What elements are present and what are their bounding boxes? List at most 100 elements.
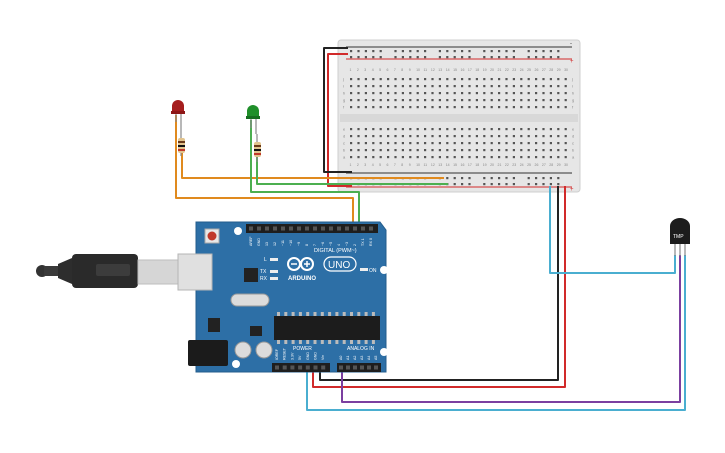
- terminal-hole[interactable]: [505, 128, 508, 131]
- wire-red-5v[interactable]: [312, 186, 566, 388]
- rail-hole[interactable]: [490, 56, 493, 59]
- rail-hole[interactable]: [483, 50, 486, 53]
- terminal-hole[interactable]: [387, 135, 390, 138]
- rail-hole[interactable]: [468, 177, 471, 180]
- terminal-hole[interactable]: [350, 92, 353, 95]
- terminal-hole[interactable]: [483, 85, 486, 88]
- terminal-hole[interactable]: [490, 149, 493, 152]
- terminal-hole[interactable]: [431, 92, 434, 95]
- terminal-hole[interactable]: [490, 99, 493, 102]
- terminal-hole[interactable]: [549, 135, 552, 138]
- terminal-hole[interactable]: [387, 142, 390, 145]
- terminal-hole[interactable]: [379, 156, 382, 159]
- terminal-hole[interactable]: [409, 135, 412, 138]
- rail-hole[interactable]: [461, 50, 464, 53]
- terminal-hole[interactable]: [401, 92, 404, 95]
- terminal-hole[interactable]: [490, 92, 493, 95]
- rail-hole[interactable]: [498, 56, 501, 59]
- terminal-hole[interactable]: [379, 106, 382, 109]
- terminal-hole[interactable]: [468, 142, 471, 145]
- terminal-hole[interactable]: [520, 156, 523, 159]
- rail-hole[interactable]: [527, 183, 530, 186]
- terminal-hole[interactable]: [505, 99, 508, 102]
- rail-hole[interactable]: [394, 50, 397, 53]
- rail-hole[interactable]: [394, 56, 397, 59]
- terminal-hole[interactable]: [527, 128, 530, 131]
- analog-pin-header[interactable]: [339, 365, 378, 370]
- terminal-hole[interactable]: [364, 135, 367, 138]
- terminal-hole[interactable]: [372, 156, 375, 159]
- rail-hole[interactable]: [453, 56, 456, 59]
- terminal-hole[interactable]: [483, 135, 486, 138]
- terminal-hole[interactable]: [453, 156, 456, 159]
- rail-hole[interactable]: [505, 177, 508, 180]
- power-pin-hole[interactable]: [275, 365, 279, 370]
- terminal-hole[interactable]: [535, 99, 538, 102]
- terminal-hole[interactable]: [557, 135, 560, 138]
- rail-hole[interactable]: [453, 183, 456, 186]
- rail-hole[interactable]: [535, 177, 538, 180]
- terminal-hole[interactable]: [557, 156, 560, 159]
- terminal-hole[interactable]: [416, 99, 419, 102]
- terminal-hole[interactable]: [431, 78, 434, 81]
- rail-hole[interactable]: [527, 177, 530, 180]
- power-pin-hole[interactable]: [313, 365, 318, 370]
- rail-hole[interactable]: [461, 183, 464, 186]
- rail-hole[interactable]: [424, 56, 427, 59]
- terminal-hole[interactable]: [475, 92, 478, 95]
- wire-green-led-1[interactable]: [256, 155, 448, 185]
- rail-hole[interactable]: [527, 56, 530, 59]
- terminal-hole[interactable]: [475, 99, 478, 102]
- terminal-hole[interactable]: [461, 85, 464, 88]
- terminal-hole[interactable]: [527, 142, 530, 145]
- terminal-hole[interactable]: [364, 85, 367, 88]
- terminal-hole[interactable]: [416, 85, 419, 88]
- terminal-hole[interactable]: [350, 156, 353, 159]
- terminal-hole[interactable]: [394, 135, 397, 138]
- terminal-hole[interactable]: [542, 92, 545, 95]
- terminal-hole[interactable]: [542, 99, 545, 102]
- wire-black-rail-link[interactable]: [323, 47, 352, 173]
- rail-hole[interactable]: [364, 56, 367, 59]
- terminal-hole[interactable]: [357, 135, 360, 138]
- digital-pin-hole[interactable]: [321, 226, 325, 231]
- digital-pin-hole[interactable]: [305, 226, 309, 231]
- terminal-hole[interactable]: [401, 142, 404, 145]
- rail-hole[interactable]: [542, 177, 545, 180]
- terminal-hole[interactable]: [438, 149, 441, 152]
- rail-hole[interactable]: [557, 183, 560, 186]
- terminal-hole[interactable]: [364, 156, 367, 159]
- terminal-hole[interactable]: [446, 135, 449, 138]
- terminal-hole[interactable]: [416, 92, 419, 95]
- terminal-hole[interactable]: [394, 92, 397, 95]
- digital-pin-hole[interactable]: [265, 226, 269, 231]
- terminal-hole[interactable]: [498, 149, 501, 152]
- terminal-hole[interactable]: [416, 78, 419, 81]
- terminal-hole[interactable]: [394, 78, 397, 81]
- terminal-hole[interactable]: [520, 106, 523, 109]
- terminal-hole[interactable]: [461, 128, 464, 131]
- terminal-hole[interactable]: [379, 142, 382, 145]
- terminal-hole[interactable]: [468, 135, 471, 138]
- terminal-hole[interactable]: [483, 156, 486, 159]
- terminal-hole[interactable]: [564, 99, 567, 102]
- terminal-hole[interactable]: [520, 135, 523, 138]
- terminal-hole[interactable]: [498, 128, 501, 131]
- rail-hole[interactable]: [379, 50, 382, 53]
- rail-hole[interactable]: [468, 50, 471, 53]
- rail-hole[interactable]: [401, 50, 404, 53]
- terminal-hole[interactable]: [520, 85, 523, 88]
- terminal-hole[interactable]: [401, 135, 404, 138]
- terminal-hole[interactable]: [446, 78, 449, 81]
- terminal-hole[interactable]: [409, 149, 412, 152]
- terminal-hole[interactable]: [372, 149, 375, 152]
- terminal-hole[interactable]: [512, 92, 515, 95]
- digital-pin-hole[interactable]: [369, 226, 373, 231]
- terminal-hole[interactable]: [542, 149, 545, 152]
- rail-hole[interactable]: [424, 50, 427, 53]
- wire-orange-led-red-2[interactable]: [175, 115, 354, 224]
- terminal-hole[interactable]: [535, 92, 538, 95]
- analog-pin-hole[interactable]: [367, 365, 371, 370]
- breadboard-top-rail-holes[interactable]: [350, 50, 560, 59]
- rail-hole[interactable]: [416, 50, 419, 53]
